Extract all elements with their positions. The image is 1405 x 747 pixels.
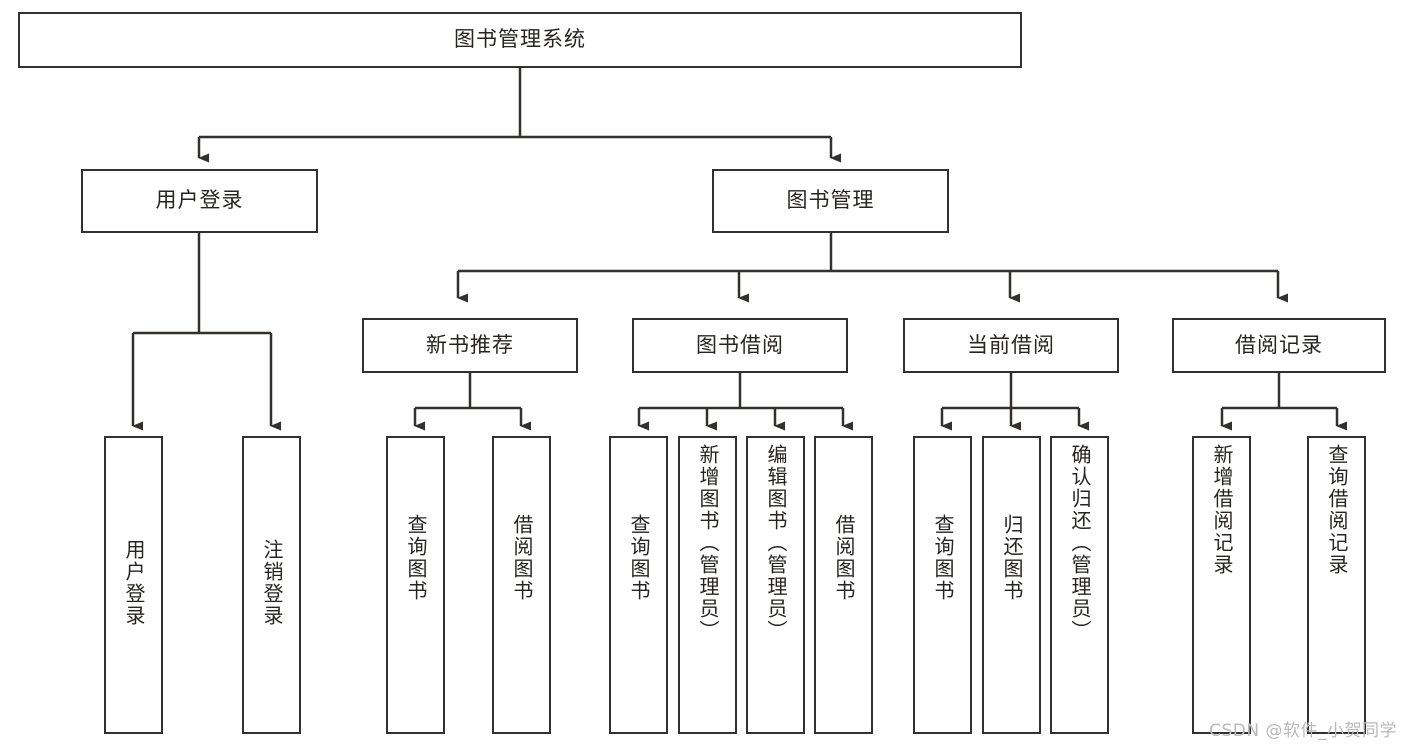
leaf-user-login[interactable]: 用户登录	[104, 436, 163, 734]
node-label: 编辑图书（管理员）	[764, 444, 788, 642]
node-label: 新增图书（管理员）	[696, 444, 720, 642]
node-label: 查询借阅记录	[1325, 444, 1349, 576]
node-label: 注销登录	[260, 539, 284, 627]
leaf-edit-book-admin[interactable]: 编辑图书（管理员）	[746, 436, 805, 734]
leaf-query-book-borrow[interactable]: 查询图书	[609, 436, 668, 734]
node-book-management[interactable]: 图书管理	[712, 169, 949, 233]
leaf-logout[interactable]: 注销登录	[242, 436, 301, 734]
node-label: 确认归还（管理员）	[1068, 444, 1092, 642]
leaf-query-book-current[interactable]: 查询图书	[913, 436, 972, 734]
node-label: 图书管理	[786, 188, 875, 213]
node-user-login[interactable]: 用户登录	[81, 169, 318, 233]
node-label: 新书推荐	[426, 332, 514, 357]
node-current-borrow[interactable]: 当前借阅	[903, 318, 1119, 373]
node-label: 查询图书	[931, 514, 955, 602]
node-new-book-recommend[interactable]: 新书推荐	[362, 318, 578, 373]
leaf-add-borrow-record[interactable]: 新增借阅记录	[1192, 436, 1251, 734]
node-root-system[interactable]: 图书管理系统	[18, 12, 1022, 68]
node-label: 当前借阅	[967, 332, 1055, 357]
node-label: 新增借阅记录	[1210, 444, 1234, 576]
node-label: 借阅图书	[832, 514, 856, 602]
node-label: 查询图书	[627, 514, 651, 602]
leaf-confirm-return-admin[interactable]: 确认归还（管理员）	[1050, 436, 1109, 734]
node-label: 借阅记录	[1235, 332, 1323, 357]
node-book-borrow[interactable]: 图书借阅	[632, 318, 848, 373]
node-label: 借阅图书	[510, 514, 534, 602]
node-label: 查询图书	[404, 514, 428, 602]
node-label: 用户登录	[155, 188, 244, 213]
leaf-return-book[interactable]: 归还图书	[982, 436, 1041, 734]
leaf-borrow-book[interactable]: 借阅图书	[814, 436, 873, 734]
node-label: 图书管理系统	[454, 27, 586, 52]
node-label: 归还图书	[1000, 514, 1024, 602]
node-borrow-record[interactable]: 借阅记录	[1172, 318, 1386, 373]
leaf-add-book-admin[interactable]: 新增图书（管理员）	[678, 436, 737, 734]
node-label: 用户登录	[122, 539, 146, 627]
leaf-query-borrow-record[interactable]: 查询借阅记录	[1307, 436, 1366, 734]
csdn-watermark: CSDN @软件_小贺同学	[1209, 721, 1397, 741]
node-label: 图书借阅	[696, 332, 784, 357]
leaf-borrow-book-new[interactable]: 借阅图书	[492, 436, 551, 734]
leaf-query-book-new[interactable]: 查询图书	[386, 436, 445, 734]
